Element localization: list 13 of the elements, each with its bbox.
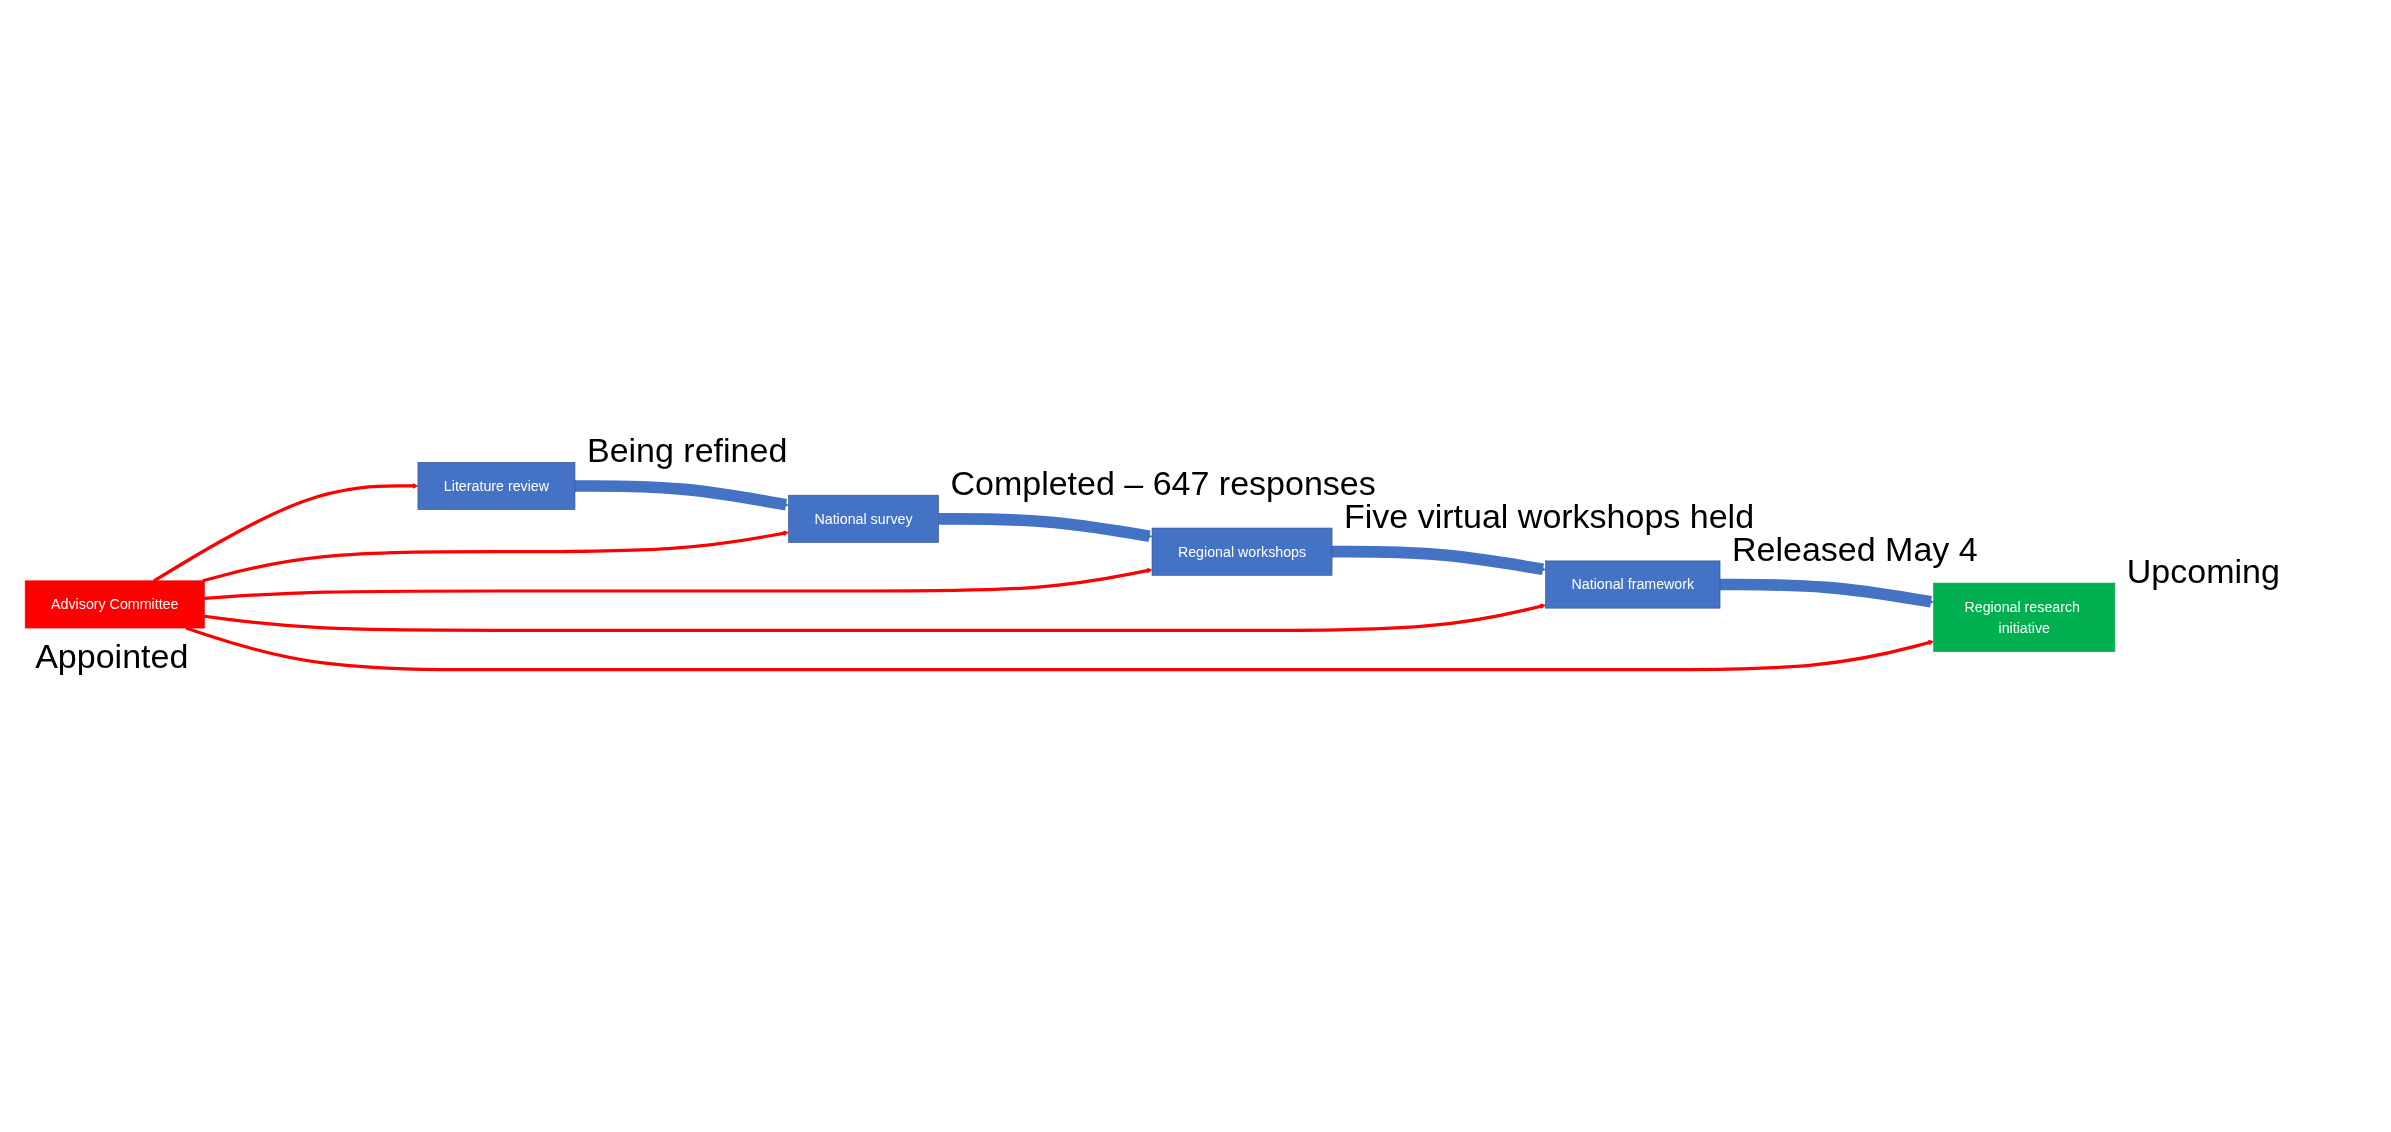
- node-box: National survey: [788, 494, 939, 543]
- node-box: National framework: [1545, 560, 1721, 609]
- arrow: [574, 480, 789, 511]
- node-box: Advisory Committee: [24, 580, 205, 629]
- arrow: [204, 567, 1153, 600]
- node-box: Literature review: [417, 462, 576, 510]
- arrow: [202, 530, 789, 583]
- node-box: Regional workshops: [1151, 527, 1333, 576]
- arrow: [1720, 578, 1934, 608]
- node-box: Regional research initiative: [1933, 582, 2116, 652]
- arrow: [938, 513, 1153, 542]
- arrow: [1332, 545, 1546, 576]
- arrow: [204, 603, 1546, 632]
